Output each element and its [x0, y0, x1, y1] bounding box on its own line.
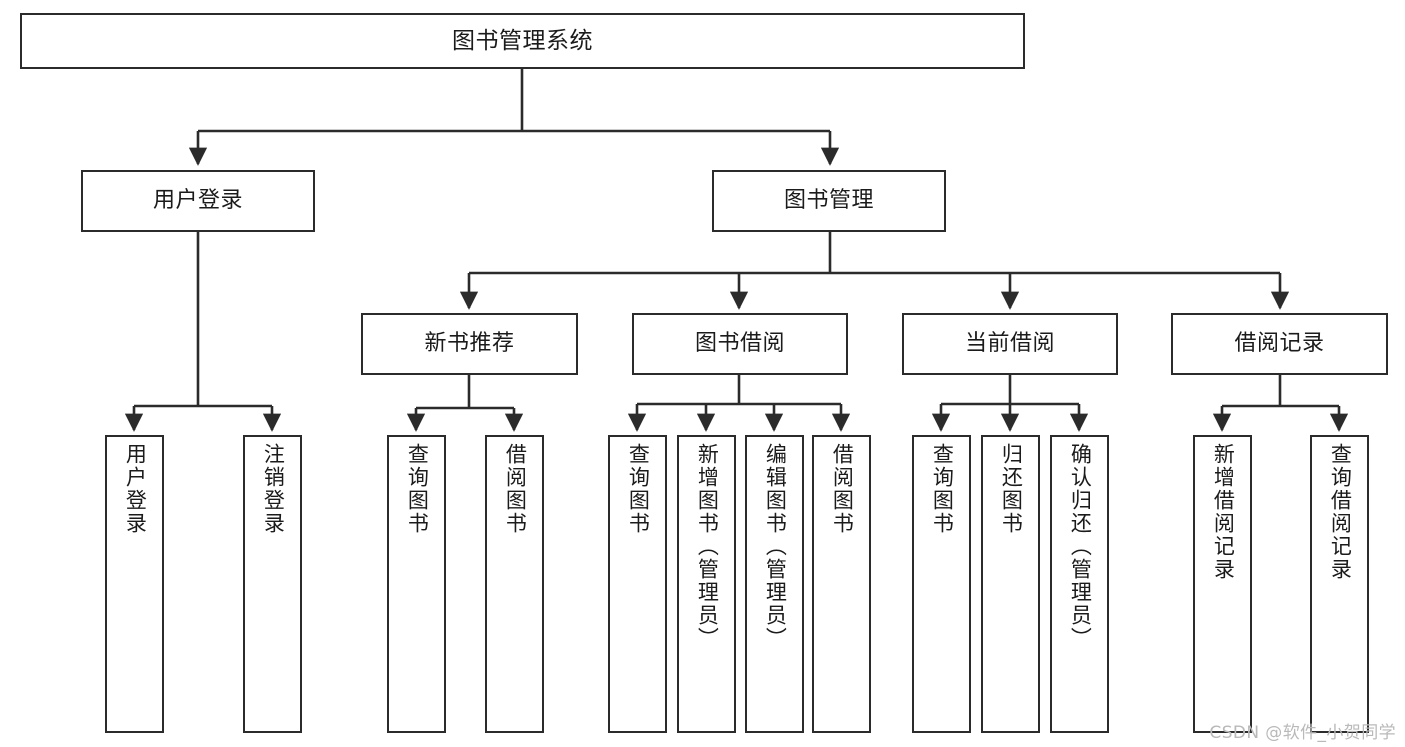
leaf-user-login-login-label: 用户登录	[123, 443, 148, 535]
leaf-new-book-borrow[interactable]: 借阅图书	[485, 435, 544, 733]
leaf-borrow-record-add[interactable]: 新增借阅记录	[1193, 435, 1252, 733]
node-new-book-recommendation[interactable]: 新书推荐	[361, 313, 578, 375]
leaf-book-borrow-query-label: 查询图书	[626, 443, 651, 535]
node-current-borrowing-label: 当前借阅	[964, 331, 1055, 357]
leaf-current-borrow-confirm-return-admin-label: 确认归还（管理员）	[1068, 443, 1093, 650]
node-borrowing-record-label: 借阅记录	[1234, 331, 1325, 357]
leaf-current-borrow-confirm-return-admin[interactable]: 确认归还（管理员）	[1050, 435, 1109, 733]
node-borrowing-record[interactable]: 借阅记录	[1171, 313, 1388, 375]
leaf-book-borrow-add-admin-label: 新增图书（管理员）	[695, 443, 720, 650]
leaf-user-login-logout-label: 注销登录	[261, 443, 286, 535]
node-book-management-label: 图书管理	[783, 188, 874, 214]
leaf-user-login-login[interactable]: 用户登录	[105, 435, 164, 733]
csdn-watermark: CSDN @软件_小贺同学	[1209, 723, 1396, 743]
leaf-book-borrow-borrow-label: 借阅图书	[830, 443, 855, 535]
leaf-current-borrow-query[interactable]: 查询图书	[912, 435, 971, 733]
leaf-new-book-query-label: 查询图书	[405, 443, 430, 535]
node-book-borrowing-label: 图书借阅	[694, 331, 785, 357]
leaf-book-borrow-add-admin[interactable]: 新增图书（管理员）	[677, 435, 736, 733]
leaf-current-borrow-return[interactable]: 归还图书	[981, 435, 1040, 733]
leaf-book-borrow-borrow[interactable]: 借阅图书	[812, 435, 871, 733]
node-book-borrowing[interactable]: 图书借阅	[632, 313, 848, 375]
leaf-user-login-logout[interactable]: 注销登录	[243, 435, 302, 733]
node-root-book-management-system[interactable]: 图书管理系统	[20, 13, 1025, 69]
leaf-new-book-borrow-label: 借阅图书	[503, 443, 528, 535]
leaf-borrow-record-query-label: 查询借阅记录	[1328, 443, 1353, 581]
node-root-label: 图书管理系统	[452, 27, 593, 54]
node-user-login[interactable]: 用户登录	[81, 170, 315, 232]
leaf-new-book-query[interactable]: 查询图书	[387, 435, 446, 733]
node-book-management[interactable]: 图书管理	[712, 170, 946, 232]
node-user-login-label: 用户登录	[152, 188, 243, 214]
leaf-current-borrow-query-label: 查询图书	[930, 443, 955, 535]
leaf-current-borrow-return-label: 归还图书	[999, 443, 1024, 535]
node-current-borrowing[interactable]: 当前借阅	[902, 313, 1118, 375]
leaf-book-borrow-query[interactable]: 查询图书	[608, 435, 667, 733]
leaf-book-borrow-edit-admin[interactable]: 编辑图书（管理员）	[745, 435, 804, 733]
leaf-borrow-record-query[interactable]: 查询借阅记录	[1310, 435, 1369, 733]
node-new-book-recommendation-label: 新书推荐	[424, 331, 515, 357]
leaf-borrow-record-add-label: 新增借阅记录	[1211, 443, 1236, 581]
leaf-book-borrow-edit-admin-label: 编辑图书（管理员）	[763, 443, 788, 650]
